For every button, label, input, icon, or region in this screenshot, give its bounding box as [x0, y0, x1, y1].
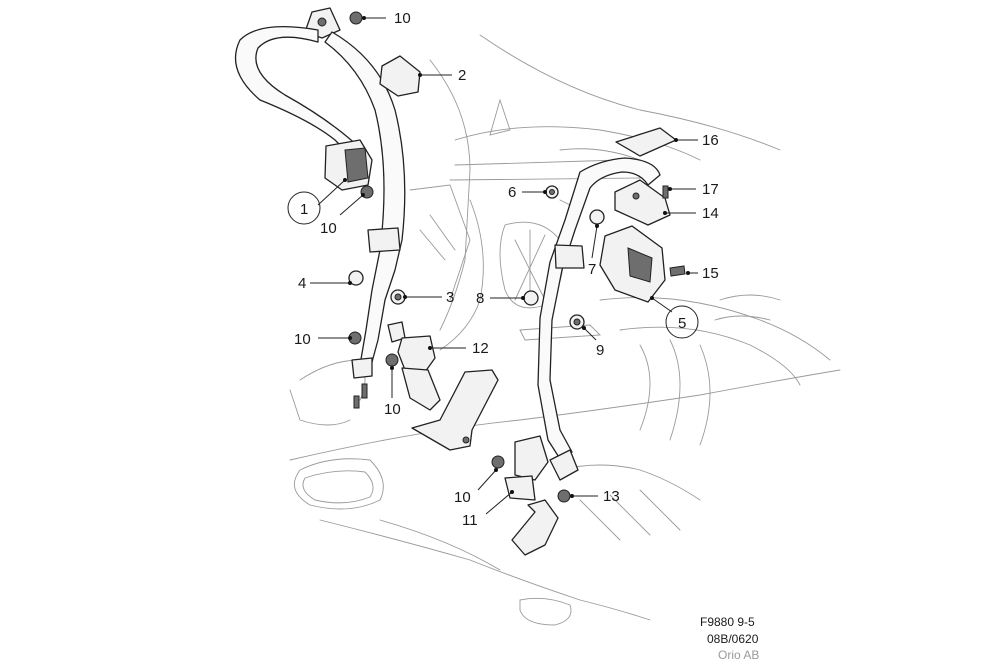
callout-17: 17	[702, 181, 719, 198]
buckle-bracket	[411, 369, 499, 451]
grommet-cap	[379, 55, 421, 97]
callout-11: 11	[462, 512, 478, 529]
buckle-11	[514, 435, 549, 481]
callout-12: 12	[472, 340, 489, 357]
callout-6: 6	[508, 184, 516, 201]
callout-10-buckle: 10	[384, 401, 401, 418]
spacer-8	[523, 290, 539, 306]
buckle-11-bracket	[511, 499, 559, 556]
bolt-17	[662, 185, 669, 199]
washer-9-hole	[573, 318, 581, 326]
right-seatbelt-assembly	[523, 127, 686, 503]
plug-7	[589, 209, 605, 225]
callout-4: 4	[298, 275, 306, 292]
cover-16	[615, 127, 677, 157]
callout-16: 16	[702, 132, 719, 149]
right-retractor-spool	[627, 247, 653, 283]
callout-1: 1	[300, 201, 308, 218]
left-retractor-cap	[344, 147, 369, 183]
buckle-assembly-11	[491, 435, 559, 556]
lower-anchor-13	[549, 449, 579, 481]
car-body-outline	[289, 34, 841, 626]
buckle-12-strap	[401, 367, 441, 411]
washer-3-hole	[394, 293, 402, 301]
callout-5: 5	[678, 315, 686, 332]
buckle-12	[397, 335, 436, 373]
callout-10-retractor: 10	[320, 220, 337, 237]
nut-buckle	[385, 353, 399, 367]
washer-6-hole	[549, 189, 555, 195]
nut-13	[557, 489, 571, 503]
callout-10-lower: 10	[294, 331, 311, 348]
callout-7: 7	[588, 261, 596, 278]
buckle-11-strap	[504, 475, 536, 501]
bolt-a	[361, 383, 368, 399]
lower-anchor-left	[351, 357, 373, 379]
callout-10-top: 10	[394, 10, 411, 27]
height-adjuster-14	[614, 179, 671, 226]
callout-15: 15	[702, 265, 719, 282]
figure-date-code: 08B/0620	[707, 632, 759, 646]
figure-code: F9880 9-5	[700, 615, 755, 629]
callout-10-right-buckle: 10	[454, 489, 471, 506]
callout-3: 3	[446, 289, 454, 306]
adjuster-bolt	[632, 192, 640, 200]
right-belt-webbing	[537, 157, 661, 463]
callout-labels: 10 2 1 10 4 3 10 12 10 6 8 7 9 16 17 14 …	[287, 10, 719, 529]
nut-buckle-11	[491, 455, 505, 469]
right-belt-guide	[554, 244, 585, 269]
callout-9: 9	[596, 342, 604, 359]
callout-13: 13	[603, 488, 620, 505]
bracket-hole	[462, 436, 470, 444]
bolt-b	[353, 395, 360, 409]
left-belt-guide	[367, 227, 401, 253]
nut-top	[349, 11, 363, 25]
left-seatbelt-assembly	[234, 7, 421, 409]
bolt-15	[669, 265, 686, 277]
circle-callout-5	[665, 305, 699, 339]
upper-anchor-bolt	[317, 17, 327, 27]
callout-8: 8	[476, 290, 484, 307]
figure-owner: Orio AB	[718, 648, 760, 662]
callout-2: 2	[458, 67, 466, 84]
leader-lines	[310, 16, 698, 515]
callout-14: 14	[702, 205, 719, 222]
circle-callout-1	[287, 191, 321, 225]
plug-4	[348, 270, 364, 286]
buckle-assembly-12	[385, 321, 499, 451]
